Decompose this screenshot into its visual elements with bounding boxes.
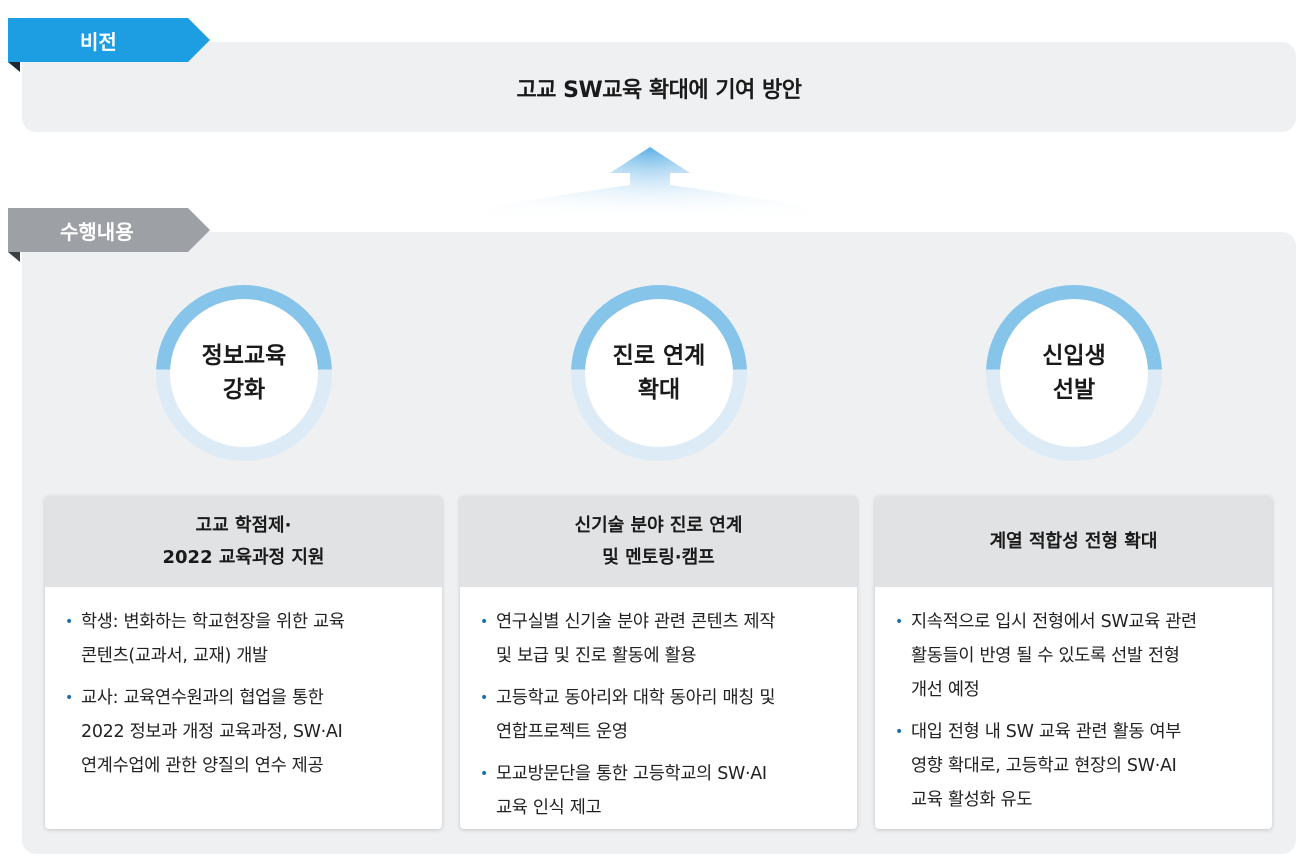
card-header-line: 및 멘토링·캠프 (602, 546, 715, 568)
circle-label: 진로 연계 확대 (585, 299, 733, 447)
card-header: 신기술 분야 진로 연계 및 멘토링·캠프 (460, 496, 857, 587)
list-item: • 지속적으로 입시 전형에서 SW교육 관련 활동들이 반영 될 수 있도록 … (895, 605, 1260, 707)
list-item-line: 콘텐츠(교과서, 교재) 개발 (81, 646, 268, 666)
perform-tab-fold (8, 252, 20, 262)
list-item-line: 고등학교 동아리와 대학 동아리 매칭 및 (496, 688, 776, 708)
circle-freshman-selection: 신입생 선발 (986, 285, 1162, 461)
circle-line: 진로 연계 (612, 343, 706, 369)
list-item-line: 교사: 교육연수원과의 협업을 통한 (81, 688, 324, 708)
card-list: • 학생: 변화하는 학교현장을 위한 교육 콘텐츠(교과서, 교재) 개발 •… (45, 587, 442, 783)
list-item: • 연구실별 신기술 분야 관련 콘텐츠 제작 및 보급 및 진로 활동에 활용 (480, 605, 845, 673)
list-item-line: 지속적으로 입시 전형에서 SW교육 관련 (911, 612, 1197, 632)
list-item-line: 교육 인식 제고 (496, 798, 602, 818)
bullet-icon: • (65, 614, 73, 630)
list-item-line: 대입 전형 내 SW 교육 관련 활동 여부 (911, 722, 1182, 742)
circle-label: 신입생 선발 (1000, 299, 1148, 447)
list-item: • 고등학교 동아리와 대학 동아리 매칭 및 연합프로젝트 운영 (480, 681, 845, 749)
up-arrow-icon (420, 145, 880, 225)
list-item-line: 모교방문단을 통한 고등학교의 SW·AI (496, 764, 767, 784)
bullet-icon: • (480, 690, 488, 706)
card-header-line: 2022 교육과정 지원 (162, 546, 325, 568)
vision-tab-fold (8, 62, 20, 72)
bullet-icon: • (895, 614, 903, 630)
bullet-icon: • (480, 614, 488, 630)
card-header: 고교 학점제· 2022 교육과정 지원 (45, 496, 442, 587)
circle-label: 정보교육 강화 (170, 299, 318, 447)
circle-line: 정보교육 (201, 343, 287, 369)
vision-panel: 고교 SW교육 확대에 기여 방안 (22, 42, 1296, 132)
list-item: • 대입 전형 내 SW 교육 관련 활동 여부 영향 확대로, 고등학교 현장… (895, 715, 1260, 817)
card-freshman-selection: 계열 적합성 전형 확대 • 지속적으로 입시 전형에서 SW교육 관련 활동들… (875, 496, 1272, 829)
list-item-line: 활동들이 반영 될 수 있도록 선발 전형 (911, 646, 1180, 666)
list-item: • 모교방문단을 통한 고등학교의 SW·AI 교육 인식 제고 (480, 757, 845, 825)
list-item: • 교사: 교육연수원과의 협업을 통한 2022 정보과 개정 교육과정, S… (65, 681, 430, 783)
list-item-line: 연구실별 신기술 분야 관련 콘텐츠 제작 (496, 612, 776, 632)
list-item: • 학생: 변화하는 학교현장을 위한 교육 콘텐츠(교과서, 교재) 개발 (65, 605, 430, 673)
circle-line: 확대 (637, 377, 681, 403)
bullet-icon: • (895, 724, 903, 740)
list-item-line: 교육 활성화 유도 (911, 790, 1033, 810)
perform-tab-label: 수행내용 (8, 208, 210, 252)
card-header-line: 계열 적합성 전형 확대 (989, 530, 1158, 552)
list-item-line: 연계수업에 관한 양질의 연수 제공 (81, 756, 324, 776)
card-list: • 지속적으로 입시 전형에서 SW교육 관련 활동들이 반영 될 수 있도록 … (875, 587, 1272, 817)
circle-line: 선발 (1052, 377, 1096, 403)
list-item-line: 개선 예정 (911, 680, 980, 700)
list-item-line: 2022 정보과 개정 교육과정, SW·AI (81, 722, 343, 742)
list-item-line: 학생: 변화하는 학교현장을 위한 교육 (81, 612, 345, 632)
vision-tab-label: 비전 (8, 18, 210, 62)
card-career-link: 신기술 분야 진로 연계 및 멘토링·캠프 • 연구실별 신기술 분야 관련 콘… (460, 496, 857, 829)
circle-career-link: 진로 연계 확대 (571, 285, 747, 461)
list-item-line: 영향 확대로, 고등학교 현장의 SW·AI (911, 756, 1177, 776)
card-info-education: 고교 학점제· 2022 교육과정 지원 • 학생: 변화하는 학교현장을 위한… (45, 496, 442, 829)
card-header-line: 신기술 분야 진로 연계 (574, 514, 743, 536)
bullet-icon: • (65, 690, 73, 706)
circle-line: 강화 (222, 377, 266, 403)
list-item-line: 및 보급 및 진로 활동에 활용 (496, 646, 697, 666)
card-list: • 연구실별 신기술 분야 관련 콘텐츠 제작 및 보급 및 진로 활동에 활용… (460, 587, 857, 825)
bullet-icon: • (480, 766, 488, 782)
list-item-line: 연합프로젝트 운영 (496, 722, 628, 742)
card-header-line: 고교 학점제· (195, 514, 292, 536)
vision-title: 고교 SW교육 확대에 기여 방안 (516, 78, 802, 103)
circle-info-education: 정보교육 강화 (156, 285, 332, 461)
circle-line: 신입생 (1042, 343, 1106, 369)
card-header: 계열 적합성 전형 확대 (875, 496, 1272, 587)
